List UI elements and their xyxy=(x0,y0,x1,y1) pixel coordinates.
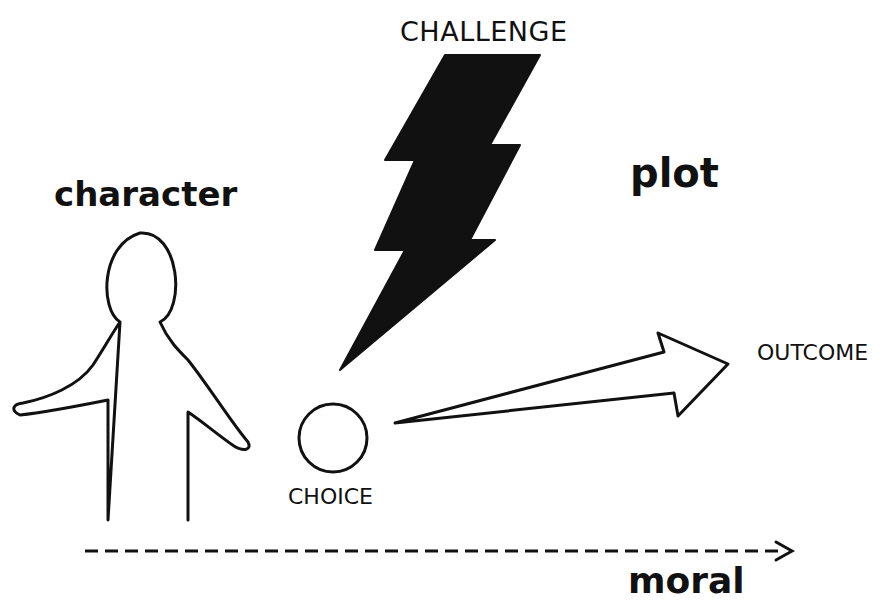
lightning-bolt xyxy=(340,55,540,370)
outcome-label: OUTCOME xyxy=(757,340,868,365)
plot-label: plot xyxy=(630,150,719,196)
node-label: character xyxy=(54,174,237,214)
node-outline xyxy=(330,8,560,380)
moral-timeline xyxy=(85,550,785,553)
choice-circle: CHOICE xyxy=(283,400,383,520)
character-figure: character xyxy=(8,160,258,530)
node-label: CHALLENGE xyxy=(400,16,567,47)
outcome-arrow xyxy=(395,333,728,423)
moral-label: moral xyxy=(628,560,745,601)
challenge-bolt: CHALLENGE xyxy=(330,8,560,380)
node-label: CHOICE xyxy=(288,484,373,509)
timeline-arrowhead xyxy=(776,542,792,560)
node-outline xyxy=(8,160,258,530)
choice-outline xyxy=(299,404,367,472)
person-outline xyxy=(14,233,249,520)
